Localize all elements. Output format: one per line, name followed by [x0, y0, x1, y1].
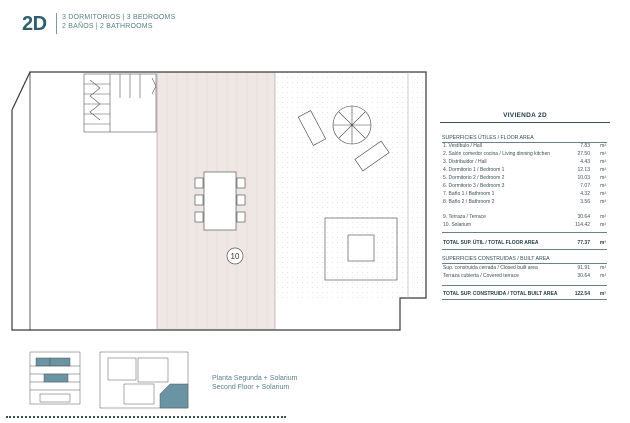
divider	[442, 285, 607, 286]
built-row: Sup. construida cerrada / Closed built a…	[443, 265, 606, 271]
dining-table	[194, 171, 246, 231]
floor-label-es: Planta Segunda + Solarium	[212, 375, 298, 382]
section-diagram	[29, 351, 81, 405]
parasol	[332, 105, 372, 145]
site-plan	[99, 351, 189, 409]
divider	[442, 249, 607, 250]
plan-outline	[11, 71, 427, 331]
panel-title: VIVIENDA 2D	[440, 108, 610, 123]
floor-label-en: Second Floor + Solarium	[212, 384, 290, 391]
room-number-badge	[226, 247, 244, 265]
area-row: 2. Salón comedor cocina / Living dinning…	[443, 151, 606, 157]
total-built-row: TOTAL SUP. CONSTRUIDA / TOTAL BUILT AREA…	[443, 291, 606, 297]
room-number: 10	[230, 252, 240, 261]
floor-plan	[11, 71, 427, 331]
sun-loungers	[297, 110, 390, 172]
divider	[442, 299, 607, 300]
divider	[442, 232, 607, 233]
floor-area-title: SUPERFICIES ÚTILES / FLOOR AREA	[442, 135, 607, 143]
key-plan	[29, 351, 189, 409]
info-panel: VIVIENDA 2D SUPERFICIES ÚTILES / FLOOR A…	[440, 108, 610, 308]
bathrooms-label: 2 BAÑOS | 2 BATHROOMS	[62, 23, 153, 30]
built-area-title: SUPERFICIES CONSTRUIDAS / BUILT AREA	[442, 256, 607, 264]
stair	[83, 73, 157, 133]
bedrooms-label: 3 DORMITORIOS | 3 BEDROOMS	[62, 14, 176, 21]
skylight	[324, 217, 398, 281]
unit-code: 2D	[22, 13, 47, 35]
footnote-rule	[6, 416, 286, 421]
header-divider	[56, 13, 57, 34]
header: 2D 3 DORMITORIOS | 3 BEDROOMS 2 BAÑOS | …	[0, 0, 630, 40]
